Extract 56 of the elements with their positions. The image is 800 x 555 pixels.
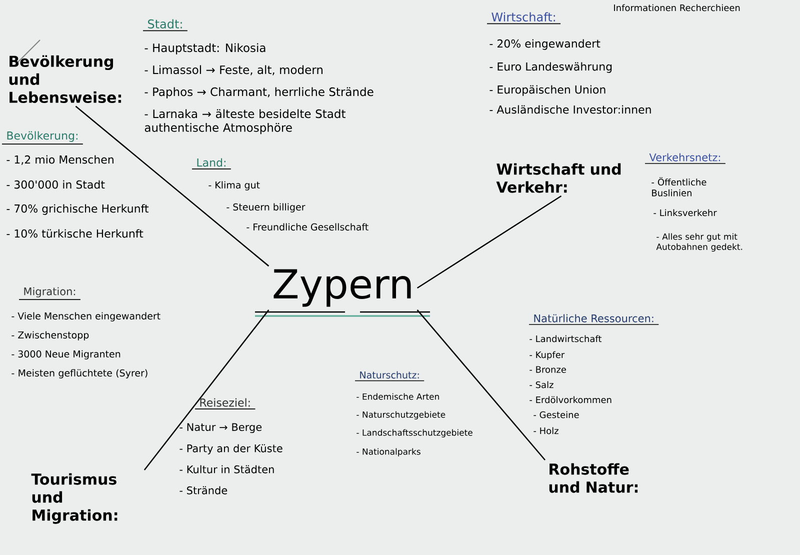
- branch-line: [75, 106, 270, 267]
- list-item: - Viele Menschen eingewandert: [12, 312, 160, 322]
- list-item: - Klima gut: [208, 181, 260, 190]
- section-heading: Reiseziel:: [194, 398, 256, 410]
- list-item: - Hauptstadt: Nikosia: [144, 43, 266, 54]
- section-heading: Naturschutz:: [354, 371, 424, 382]
- list-item: - Zwischenstopp: [12, 331, 89, 340]
- list-item: - Paphos → Charmant, herrliche Strände: [144, 87, 374, 98]
- list-item: - 70% grichische Herkunft: [6, 204, 149, 215]
- list-item: - Kupfer: [530, 351, 565, 360]
- list-item: - Party an der Küste: [180, 444, 282, 454]
- list-item: - Gesteine: [534, 411, 579, 418]
- branch-line: [416, 195, 562, 289]
- list-item: - Endemische Arten: [356, 393, 439, 400]
- list-item: - Meisten geflüchtete (Syrer): [12, 369, 148, 378]
- branch-line: [144, 310, 270, 470]
- list-item: - 300'000 in Stadt: [6, 180, 105, 189]
- list-item: - Alles sehr gut mit Autobahnen gedekt.: [656, 233, 742, 252]
- list-item: - Salz: [530, 381, 554, 388]
- list-item: - Naturschutzgebiete: [356, 411, 446, 420]
- list-item: - Natur → Berge: [180, 423, 262, 434]
- list-item: - 20% eingewandert: [490, 39, 600, 50]
- list-item: - Ausländische Investor:innen: [490, 105, 651, 114]
- list-item: - 10% türkische Herkunft: [6, 229, 144, 238]
- branch-line: [416, 310, 546, 460]
- branch-heading: Tourismus und Migration:: [31, 473, 118, 524]
- section-heading: Bevölkerung:: [2, 131, 84, 144]
- list-item: - Euro Landeswährung: [490, 62, 612, 73]
- list-item: - Bronze: [530, 366, 566, 373]
- list-item: - Steuern billiger: [226, 203, 306, 212]
- section-heading: Natürliche Ressourcen:: [528, 314, 660, 325]
- section-heading: Verkehrsnetz:: [644, 153, 726, 164]
- list-item: - 1,2 mio Menschen: [6, 155, 114, 165]
- list-item: - Larnaka → älteste besidelte Stadt authentische Atmosphöre: [144, 109, 346, 134]
- list-item: - Strände: [180, 486, 228, 494]
- list-item: - Nationalparks: [356, 448, 420, 456]
- branch-heading: Wirtschaft und Verkehr:: [496, 163, 621, 193]
- section-heading: Migration:: [18, 287, 81, 300]
- list-item: - 3000 Neue Migranten: [12, 350, 120, 360]
- list-item: - Holz: [534, 427, 558, 434]
- branch-heading: Rohstoffe und Natur:: [549, 463, 638, 493]
- list-item: - Landwirtschaft: [530, 335, 602, 342]
- list-item: - Freundliche Gesellschaft: [246, 223, 368, 231]
- list-item: - Europäischen Union: [490, 85, 606, 96]
- list-item: - Erdölvorkommen: [530, 396, 612, 404]
- list-item: - Öffentliche Buslinien: [652, 177, 706, 196]
- central-topic: Zypern: [274, 269, 411, 307]
- section-heading: Stadt:: [142, 19, 188, 32]
- list-item: - Kultur in Städten: [180, 465, 274, 474]
- note-text: Informationen Recherchieen: [614, 4, 740, 12]
- list-item: - Limassol → Feste, alt, modern: [144, 65, 322, 76]
- list-item: - Landschaftsschutzgebiete: [356, 429, 472, 438]
- section-heading: Land:: [192, 158, 232, 170]
- list-item: - Linksverkehr: [654, 209, 717, 216]
- branch-heading: Bevölkerung und Lebensweise:: [9, 55, 122, 104]
- section-heading: Wirtschaft:: [486, 12, 561, 24]
